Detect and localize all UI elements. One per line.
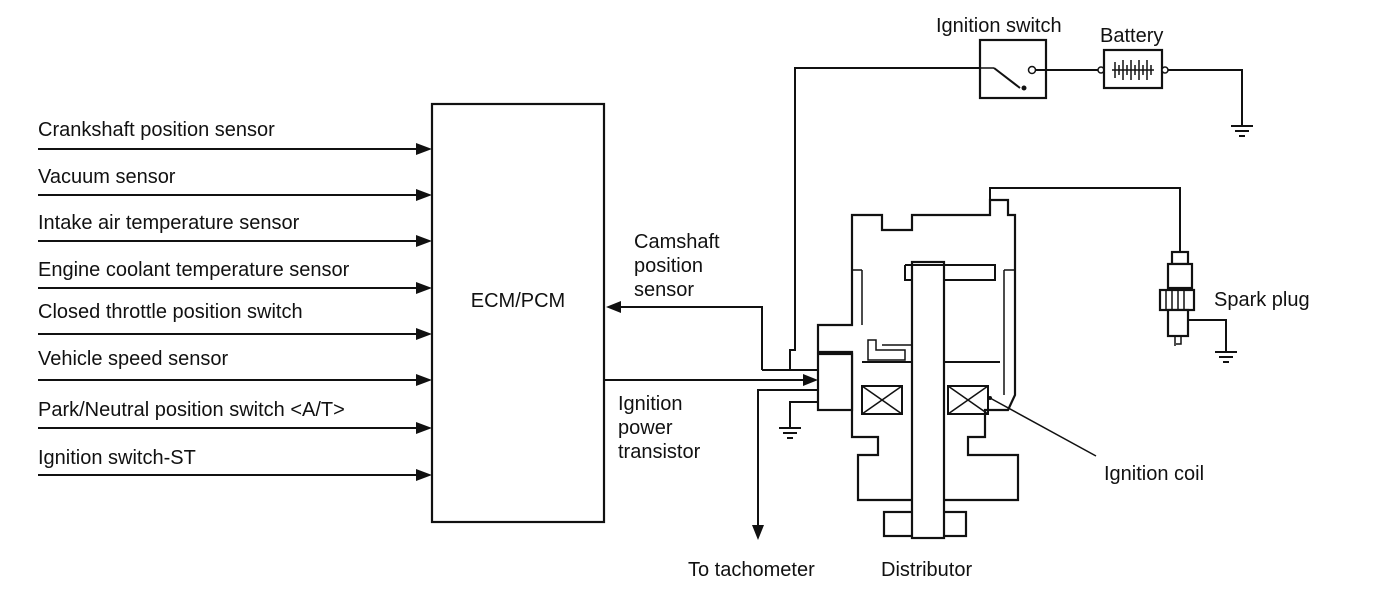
camshaft-label-line-1: Camshaft	[634, 231, 720, 253]
spark-plug-ground-wire	[1188, 319, 1227, 352]
input-arrow-crankshaft	[416, 143, 432, 155]
input-arrow-intake-air	[416, 235, 432, 247]
input-signals: Crankshaft position sensor Vacuum sensor…	[38, 119, 432, 481]
input-label-park-neutral: Park/Neutral position switch <A/T>	[38, 399, 345, 421]
input-label-throttle: Closed throttle position switch	[38, 301, 303, 323]
distributor-connector	[816, 352, 854, 412]
battery-ground-wire	[1168, 69, 1243, 126]
spark-plug: Spark plug	[989, 187, 1310, 363]
input-arrow-ignition-st	[416, 469, 432, 481]
camshaft-signal-line	[618, 306, 763, 370]
input-label-vacuum: Vacuum sensor	[38, 166, 176, 188]
input-label-coolant: Engine coolant temperature sensor	[38, 259, 350, 281]
battery-label: Battery	[1100, 25, 1163, 47]
ignition-switch-label: Ignition switch	[936, 15, 1062, 37]
connector-ground-wire	[789, 401, 818, 428]
input-arrow-throttle	[416, 328, 432, 340]
spark-plug-ground-symbol	[1215, 351, 1237, 363]
distributor: Distributor	[816, 198, 1020, 581]
battery-ground-symbol	[1231, 125, 1253, 137]
ecm-pcm-label: ECM/PCM	[471, 290, 565, 312]
transistor-signal-arrow	[803, 374, 818, 386]
input-arrow-vehicle-speed	[416, 374, 432, 386]
pickup-sensor	[867, 339, 906, 361]
distributor-label: Distributor	[881, 559, 972, 581]
spark-plug-icon	[1158, 250, 1196, 346]
ignition-coil-label: Ignition coil	[1104, 463, 1204, 485]
input-arrow-vacuum	[416, 189, 432, 201]
input-label-vehicle-speed: Vehicle speed sensor	[38, 348, 228, 370]
camshaft-signal: Camshaft position sensor	[606, 231, 818, 371]
tachometer-arrow	[752, 525, 764, 540]
input-label-crankshaft: Crankshaft position sensor	[38, 119, 275, 141]
ignition-switch-contact	[993, 67, 1021, 89]
input-label-ignition-st: Ignition switch-ST	[38, 447, 196, 469]
camshaft-label-line-2: position	[634, 255, 703, 277]
power-feed-wire	[789, 67, 980, 370]
spark-plug-wire	[989, 187, 1181, 254]
ignition-coil-windings	[861, 385, 989, 415]
transistor-label-line-2: power	[618, 417, 673, 439]
ignition-switch-terminal	[1027, 65, 1037, 75]
ignition-transistor-signal: Ignition power transistor	[604, 374, 818, 463]
ecm-pcm-box	[430, 102, 606, 524]
battery-cells-icon	[1112, 60, 1154, 80]
battery-box	[1102, 48, 1164, 90]
tachometer-output: To tachometer	[688, 389, 818, 581]
transistor-label-line-3: transistor	[618, 441, 701, 463]
tachometer-line	[757, 389, 818, 528]
power-circuit: Ignition switch Battery	[789, 15, 1253, 370]
input-label-intake-air: Intake air temperature sensor	[38, 212, 300, 234]
ignition-coil-leader	[989, 397, 1097, 457]
camshaft-signal-arrow	[606, 301, 621, 313]
transistor-label-line-1: Ignition	[618, 393, 683, 415]
tachometer-label: To tachometer	[688, 559, 815, 581]
distributor-shaft	[910, 260, 946, 540]
rotor	[904, 264, 996, 281]
camshaft-label-line-3: sensor	[634, 279, 694, 301]
input-arrow-park-neutral	[416, 422, 432, 434]
connector-ground-symbol	[779, 401, 818, 439]
input-arrow-coolant	[416, 282, 432, 294]
spark-plug-label: Spark plug	[1214, 289, 1310, 311]
